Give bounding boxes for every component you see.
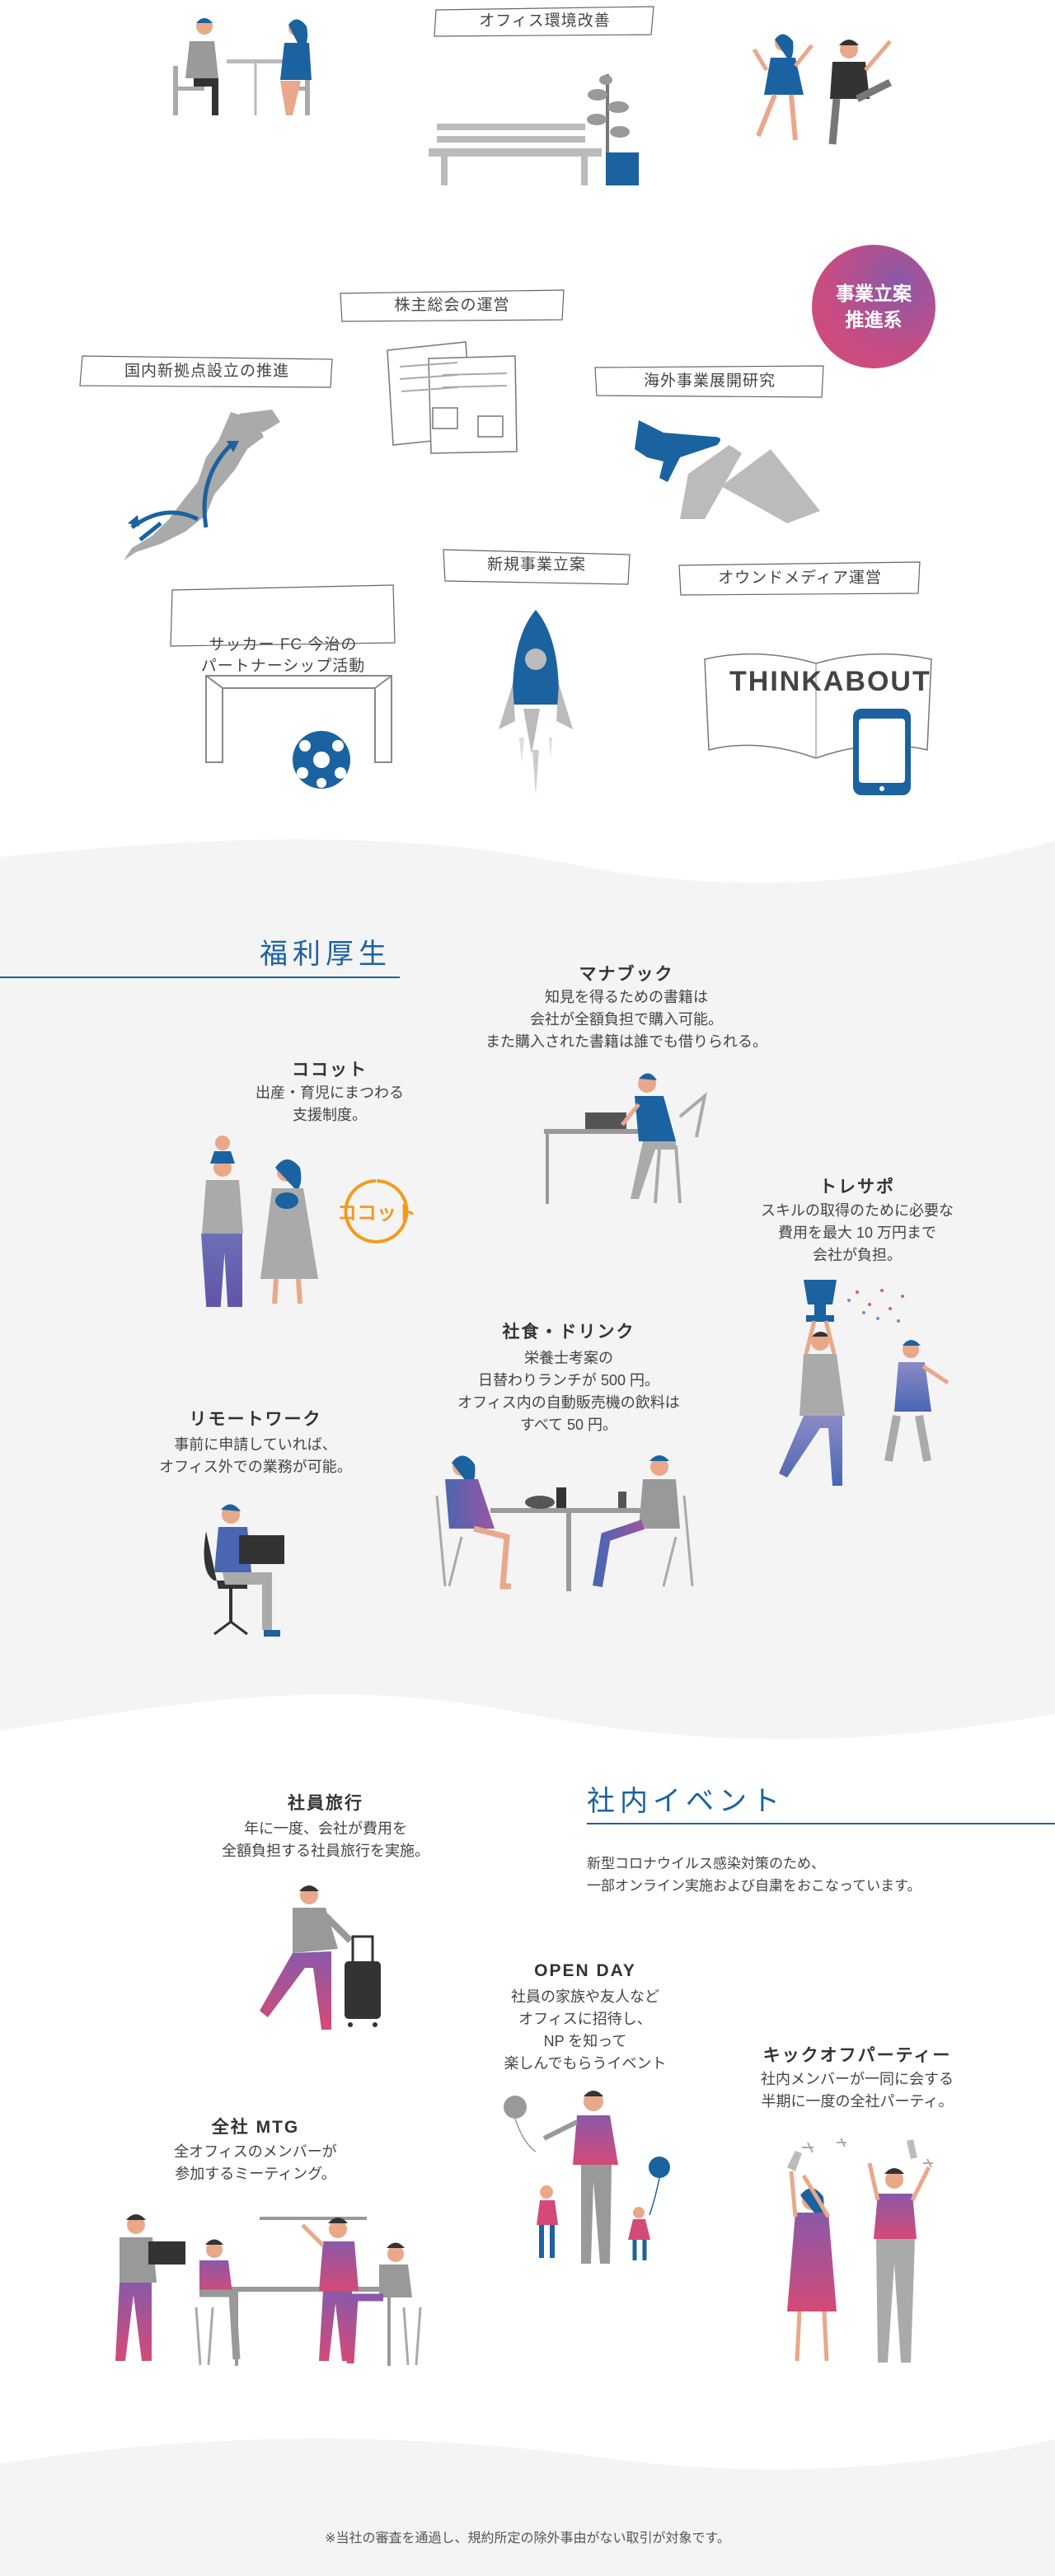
welfare-cocotto-desc: 出産・育児にまつわる 支援制度。 <box>256 1084 404 1123</box>
documents-illustration <box>387 341 518 454</box>
event-openday-desc: 社員の家族や友人など オフィスに招待し、 NP を知って 楽しんでもらうイベント <box>504 1988 667 2072</box>
dining-people-illustration <box>173 18 312 115</box>
welfare-title-underline <box>0 977 400 978</box>
event-openday-title: OPEN DAY <box>534 1961 636 1980</box>
remote-work-illustration <box>204 1504 284 1637</box>
events-title: 社内イベント <box>587 1786 785 1817</box>
business-label-overseas: 海外事業展開研究 <box>593 364 826 398</box>
events-title-underline <box>587 1823 1055 1824</box>
footer-note: ※当社の審査を通過し、規約所定の除外事由がない取引が対象です。 <box>325 2532 730 2546</box>
event-mtg-desc: 全オフィスのメンバーが 参加するミーティング。 <box>174 2143 337 2182</box>
welfare-remote-desc: 事前に申請していれば、 オフィス外での業務が可能。 <box>159 1436 352 1475</box>
airplane-illustration <box>635 420 820 523</box>
open-day-illustration <box>504 2091 670 2264</box>
bench-plant-illustration <box>429 74 639 185</box>
event-mtg-title: 全社 MTG <box>211 2118 300 2137</box>
cocotto-family-illustration <box>201 1136 318 1307</box>
welfare-lunch-desc: 栄養士考案の 日替わりランチが 500 円。 オフィス内の自動販売機の飲料は す… <box>457 1350 680 1433</box>
business-label-media: オウンドメディア運営 <box>678 560 922 596</box>
japan-map-illustration <box>124 410 280 560</box>
lunch-illustration <box>435 1455 694 1591</box>
kickoff-party-illustration <box>787 2138 933 2363</box>
event-kickoff-title: キックオフパーティー <box>762 2046 952 2065</box>
office-env-label: オフィス環境改善 <box>433 5 657 38</box>
toresapo-trophy-illustration <box>779 1280 950 1486</box>
cocotto-logo-icon: ココット <box>337 1179 416 1244</box>
soccer-goal-illustration <box>205 675 392 789</box>
business-label-newbiz: 新規事業立案 <box>441 548 632 585</box>
magazine-illustration <box>704 653 932 795</box>
welfare-remote-title: リモートワーク <box>189 1410 322 1429</box>
business-label-shareholders: 株主総会の運営 <box>338 288 566 322</box>
event-trip-desc: 年に一度、会社が費用を 全額負担する社員旅行を実施。 <box>222 1820 429 1859</box>
welfare-manabook-desc: 知見を得るための書籍は 会社が全額負担で購入可能。 また購入された書籍は誰でも借… <box>485 989 767 1050</box>
thinkabout-logo: THINKABOUT <box>729 666 931 697</box>
welfare-toresapo-title: トレサポ <box>819 1178 895 1197</box>
event-kickoff-desc: 社内メンバーが一同に会する 半期に一度の全社パーティ。 <box>761 2071 954 2110</box>
employee-trip-illustration <box>260 1885 381 2030</box>
welfare-toresapo-desc: スキルの取得のために必要な 費用を最大 10 万円まで 会社が負担。 <box>761 1202 954 1263</box>
welfare-manabook-title: マナブック <box>579 965 674 984</box>
manabook-illustration <box>544 1073 708 1204</box>
welfare-cocotto-title: ココット <box>292 1061 368 1080</box>
event-trip-title: 社員旅行 <box>288 1794 363 1813</box>
welfare-title: 福利厚生 <box>260 939 392 970</box>
business-badge: 事業立案 推進系 <box>812 245 935 368</box>
svg-text:ココット: ココット <box>337 1202 416 1225</box>
welfare-lunch-title: 社食・ドリンク <box>502 1323 635 1342</box>
events-intro: 新型コロナウイルス感染対策のため、 一部オンライン実施および自粛をおこなっていま… <box>587 1856 921 1894</box>
business-label-domestic: 国内新拠点設立の推進 <box>78 354 335 388</box>
dancing-people-illustration <box>752 34 893 145</box>
rocket-illustration <box>499 610 573 795</box>
business-label-fc-imabari: サッカー FC 今治の パートナーシップ活動 <box>169 583 397 675</box>
company-mtg-illustration <box>115 2214 422 2366</box>
